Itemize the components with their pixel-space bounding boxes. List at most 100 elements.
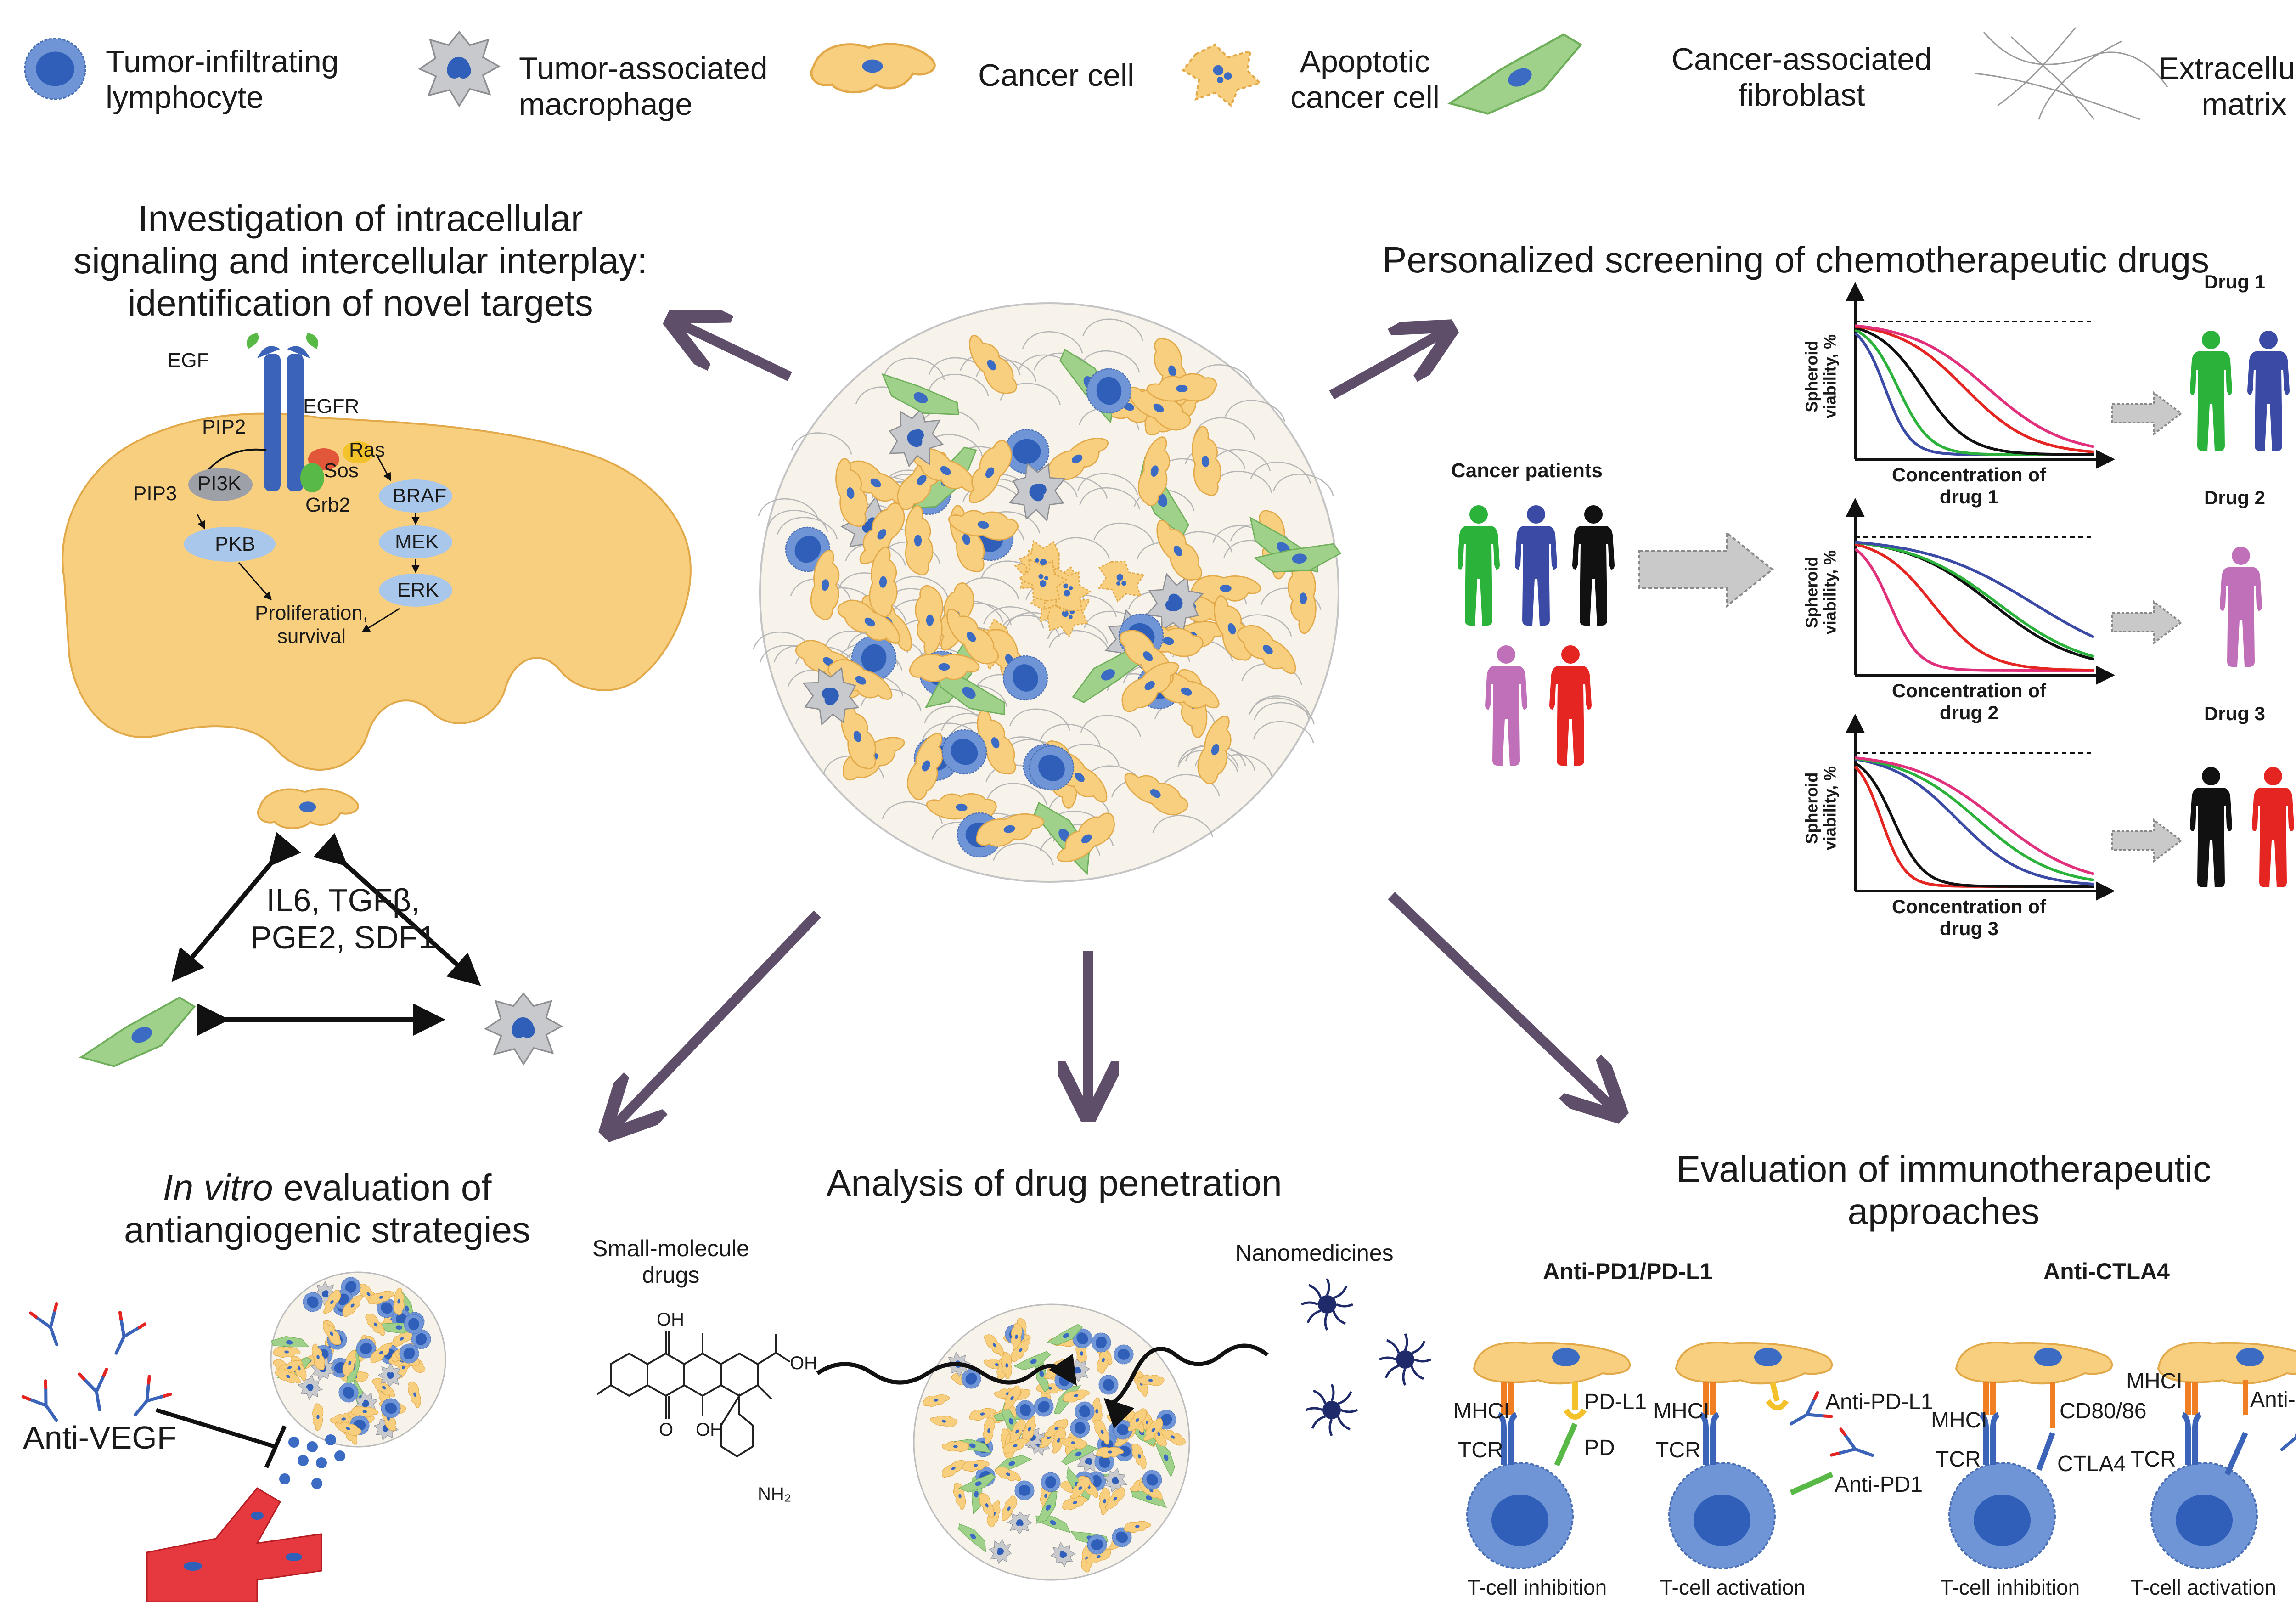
legend-cancer-icon (811, 44, 934, 92)
mini-spheroid-penetration (913, 1303, 1190, 1581)
viability-chart-2 (1846, 498, 2115, 685)
arrow-cancer-fibroblast (171, 832, 301, 982)
sos-label: Sos (324, 459, 359, 482)
drug2-patient-magenta (2220, 547, 2262, 667)
pip2-label: PIP2 (202, 416, 246, 438)
pkb-label: PKB (215, 533, 256, 555)
anti-vegf-label: Anti-VEGF (23, 1420, 177, 1455)
antiangio-title-rest: evaluation of antiangiogenic strategies (124, 1167, 531, 1250)
mini-spheroid-angio (269, 1271, 446, 1448)
legend-ecm-label: Extracellular matrix (2158, 51, 2296, 122)
legend-til-icon (24, 38, 86, 100)
patients-group (1458, 505, 1615, 766)
pi3k-label: PI3K (197, 472, 242, 495)
immuno-label-inhibition-4: T-cell inhibition (1467, 1575, 1607, 1599)
vegf-dots (279, 1434, 345, 1489)
signaling-panel (62, 333, 692, 1067)
curve-red (1855, 325, 2094, 453)
curve-black (1854, 762, 2094, 888)
chart-1-xlabel: Concentration of drug 1 (1892, 464, 2046, 508)
immuno-label-pd-3: PD (1584, 1436, 1615, 1460)
immuno-title: Evaluation of immunotherapeutic approach… (1676, 1149, 2212, 1232)
braf-node (379, 479, 452, 513)
legend-caf-label: Cancer-associated fibroblast (1671, 42, 1932, 113)
grb2-node (300, 463, 324, 492)
immuno-unit-ctla4-inhibition (1948, 1342, 2113, 1569)
penetration-panel (596, 1279, 1431, 1581)
immuno-label-tcr-16: TCR (2131, 1447, 2176, 1472)
interplay-macrophage (484, 993, 563, 1065)
immuno-unit-pd1-activation (1668, 1342, 1833, 1569)
inhibition-bar (155, 1408, 287, 1468)
legend-cancer-label: Cancer cell (978, 58, 1135, 93)
big-dashed-arrow (1638, 530, 1774, 609)
braf-label: BRAF (393, 485, 447, 507)
erk-node (379, 574, 452, 607)
egfr-label: EGFR (303, 395, 360, 417)
outcome-label: Proliferation, survival (255, 602, 369, 648)
anti-ctla4-title: Anti-CTLA4 (2043, 1258, 2170, 1284)
arrow-to-antiangio (611, 910, 821, 1130)
curve-red (1854, 765, 2094, 888)
curve-green (1855, 757, 2094, 882)
erk-label: ERK (397, 579, 439, 601)
immuno-label-activation-18: T-cell activation (2131, 1575, 2277, 1599)
viability-chart-3 (1846, 714, 2115, 901)
patient-blue (1515, 505, 1557, 626)
drug1-patient-blue (2247, 331, 2290, 451)
screening-panel (1458, 282, 2294, 901)
patient-black (1572, 505, 1615, 626)
immuno-label-cd8086-12: CD80/86 (2060, 1399, 2147, 1423)
immuno-label-mhci-0: MHCI (1453, 1399, 1510, 1423)
mek-label: MEK (395, 530, 439, 553)
legend-ecm-icon (1974, 27, 2168, 120)
screening-arrows (2111, 391, 2183, 863)
central-arrows (611, 322, 1616, 1130)
drug3-patient-black (2190, 767, 2232, 887)
chem-oh-3: OH (790, 1353, 817, 1373)
immuno-label-tcr-11: TCR (1936, 1447, 1981, 1472)
interplay-cancer-cell (257, 788, 359, 829)
screening-title: Personalized screening of chemotherapeut… (1382, 239, 2210, 280)
penetration-title: Analysis of drug penetration (827, 1162, 1282, 1203)
curve-black (1855, 326, 2094, 456)
immuno-label-inhibition-14: T-cell inhibition (1940, 1575, 2080, 1599)
tumor-spheroid (753, 302, 1344, 883)
egf-ligand-right (306, 333, 318, 349)
signaling-title: Investigation of intracellular signaling… (73, 198, 647, 323)
anti-pd1-title: Anti-PD1/PD-L1 (1543, 1258, 1713, 1284)
interplay-fibroblast (80, 997, 196, 1067)
antiangio-title-italic: In vitro (163, 1167, 273, 1208)
chem-o-1: O (659, 1420, 674, 1440)
patient-red (1549, 645, 1592, 766)
big-cancer-cell (62, 412, 692, 771)
immuno-unit-ctla4-activation (2150, 1342, 2296, 1569)
patients-label: Cancer patients (1451, 459, 1603, 482)
chem-oh-2: OH (696, 1420, 723, 1440)
legend-row (24, 27, 2168, 120)
legend-til-label: Tumor-infiltrating lymphocyte (106, 44, 339, 115)
immuno-label-anti_pd1-8: Anti-PD1 (1835, 1472, 1923, 1497)
pip3-label: PIP3 (133, 482, 177, 505)
arrow-to-immuno (1388, 892, 1616, 1111)
arrow-to-screening (1329, 331, 1446, 400)
nanomedicines-label: Nanomedicines (1235, 1240, 1394, 1266)
egf-ligand-left (247, 333, 259, 349)
drug3-patient-red (2252, 767, 2294, 887)
immuno-label-tcr-1: TCR (1458, 1438, 1503, 1462)
legend-caf-icon (1450, 34, 1581, 114)
drug-wave-right (1103, 1343, 1269, 1429)
chart-3-ylabel: Spheroid viability, % (1802, 766, 1839, 851)
chart-2-ylabel: Spheroid viability, % (1802, 550, 1839, 635)
chart-3-drug-label: Drug 3 (2204, 703, 2266, 724)
legend-tam-label: Tumor-associated macrophage (519, 51, 768, 122)
curve-red (1855, 543, 2094, 672)
immuno-label-activation-9: T-cell activation (1660, 1575, 1806, 1599)
doxorubicin-structure (596, 1331, 791, 1458)
drug1-patient-green (2190, 331, 2232, 451)
chem-oh-1: OH (657, 1309, 684, 1330)
ras-label: Ras (349, 439, 385, 461)
arrow-cancer-macrophage (313, 833, 481, 986)
arrow-to-signaling (675, 322, 792, 381)
